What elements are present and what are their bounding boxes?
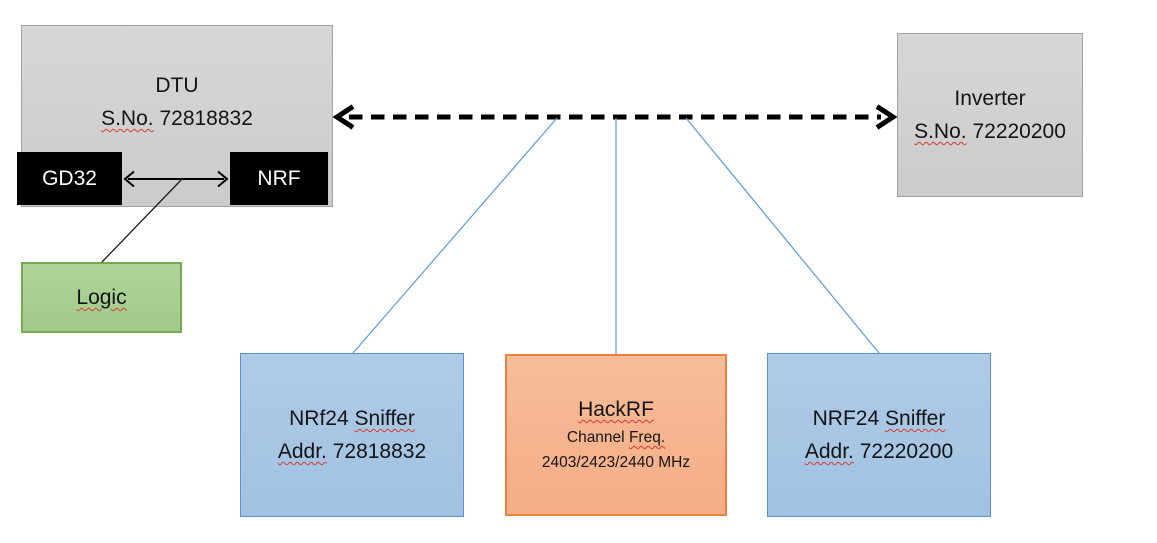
- sniffer-right-addr: Addr. 72220200: [804, 440, 954, 463]
- sniffer-left-addr: Addr. 72818832: [277, 440, 427, 463]
- sniffer-right-connector-line: [685, 117, 880, 354]
- sniffer-right-box: NRF24 Sniffer Addr. 72220200: [767, 353, 991, 517]
- dtu-title: DTU: [155, 74, 199, 97]
- sniffer-left-box: NRf24 Sniffer Addr. 72818832: [240, 353, 464, 517]
- gd32-label: GD32: [42, 167, 97, 190]
- sniffer-right-title: NRF24 Sniffer: [812, 407, 946, 430]
- nrf-chip: NRF: [230, 152, 328, 205]
- inverter-serial: S.No. 72220200: [914, 120, 1066, 143]
- rf-link-arrowhead-right: [875, 104, 898, 130]
- sniffer-left-title: NRf24 Sniffer: [289, 407, 415, 430]
- gd32-chip: GD32: [17, 152, 122, 205]
- nrf-label: NRF: [257, 167, 301, 190]
- logic-box: Logic: [21, 262, 182, 333]
- rf-link-arrowhead-left: [332, 104, 355, 130]
- inverter-box: Inverter S.No. 72220200: [897, 33, 1083, 197]
- hackrf-frequencies: 2403/2423/2440 MHz: [541, 454, 691, 471]
- hackrf-title: HackRF: [578, 398, 654, 421]
- inverter-title: Inverter: [954, 87, 1026, 110]
- hackrf-box: HackRF Channel Freq. 2403/2423/2440 MHz: [505, 354, 727, 516]
- hackrf-channel-label: Channel Freq.: [566, 429, 666, 446]
- dtu-serial: S.No. 72818832: [101, 107, 253, 130]
- logic-label: Logic: [76, 286, 127, 309]
- sniffer-left-connector-line: [352, 117, 558, 354]
